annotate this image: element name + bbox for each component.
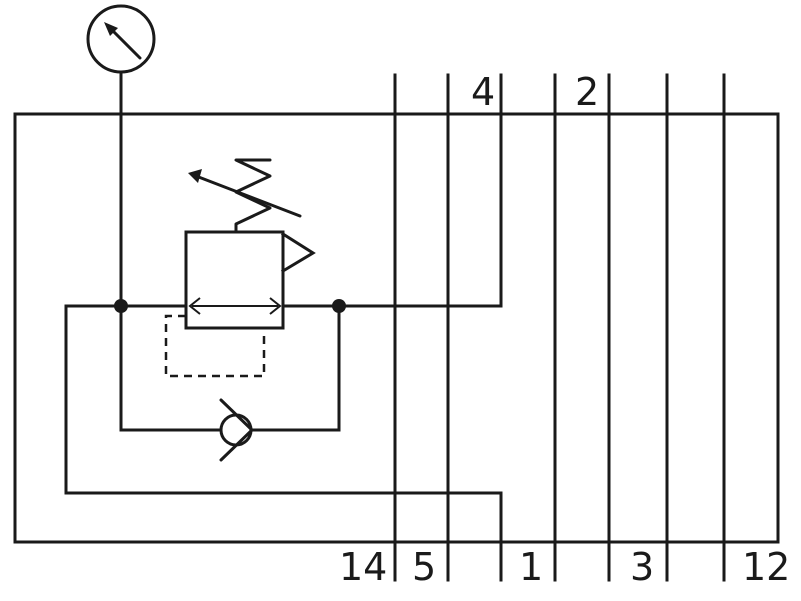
gauge-needle [104,22,142,60]
port-label-4: 4 [471,70,495,114]
port-label-12: 12 [742,545,790,589]
port-label-5: 5 [412,545,436,589]
adjustment-arrow-icon [188,169,302,218]
check-valve-seat-icon [219,398,254,462]
regulator-valve-body [184,230,285,330]
port-label-14: 14 [339,545,387,589]
check-valve-line-right [250,304,341,432]
pilot-triangle-icon [280,231,316,274]
port-label-3: 3 [630,545,654,589]
port-label-2: 2 [575,70,599,114]
junction-left [114,299,128,313]
check-valve-ball-icon [219,413,253,447]
port-label-1: 1 [519,545,543,589]
bypass-line [64,304,503,495]
double-arrow-icon [188,297,282,315]
dashed-pilot-box [164,314,266,378]
spring-icon [234,158,272,234]
